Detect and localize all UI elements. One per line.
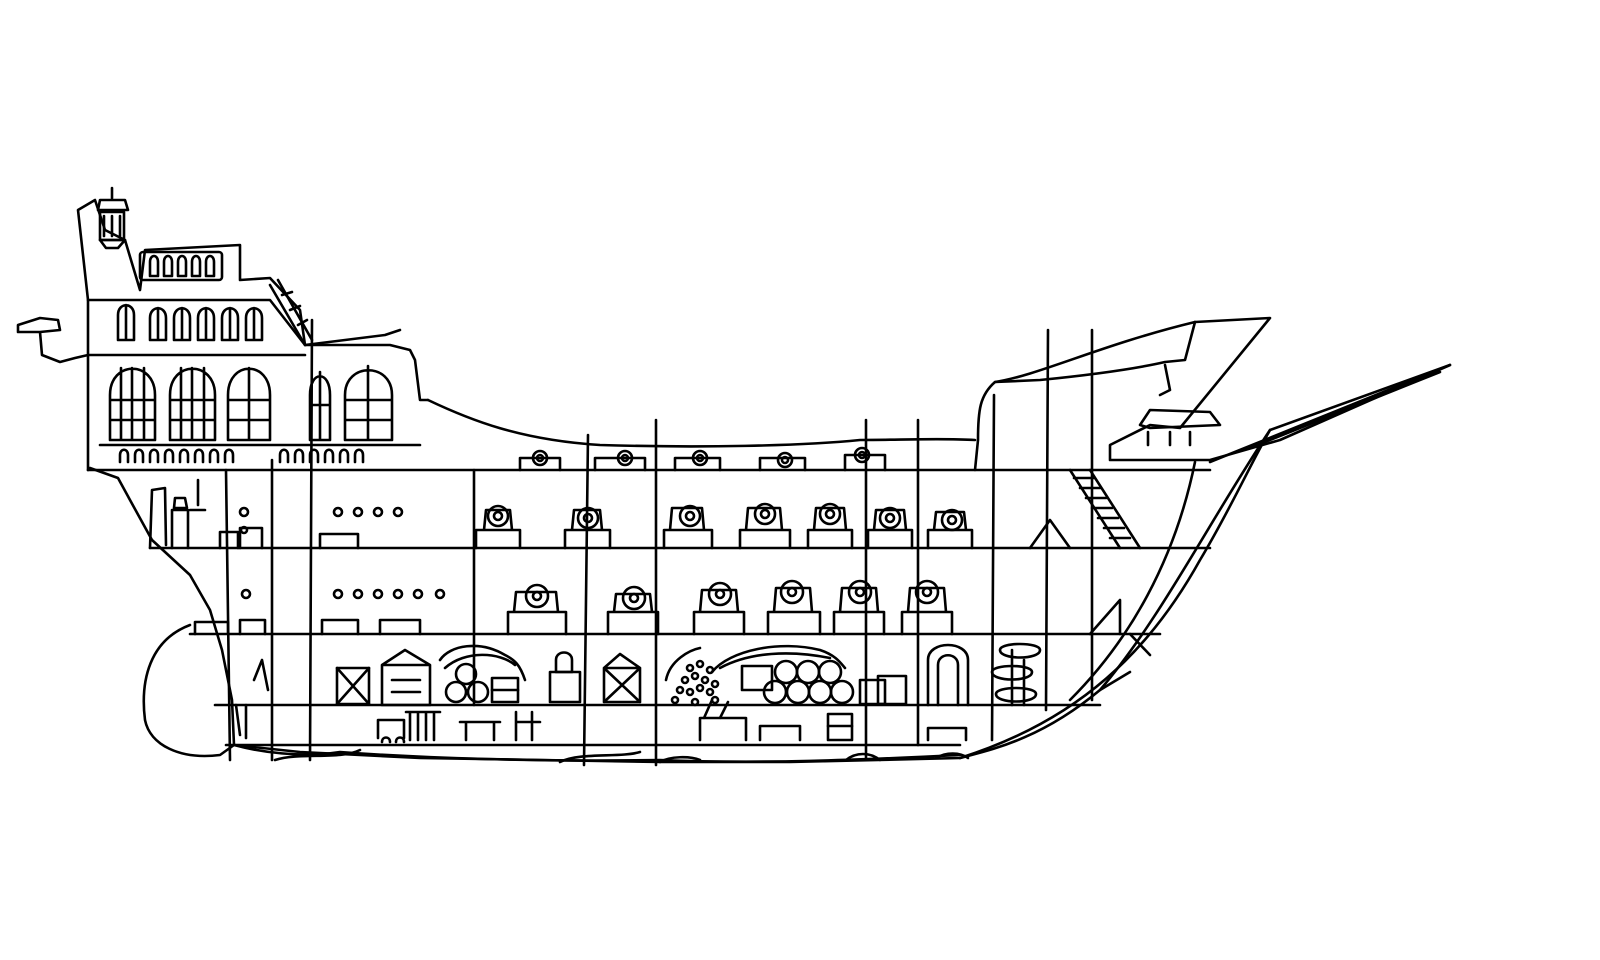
bowsprit	[1210, 365, 1450, 462]
cannon-icon	[928, 510, 972, 548]
lantern-icon	[98, 188, 128, 248]
cannon-icon	[565, 508, 610, 548]
crate-icon	[604, 654, 640, 702]
stern-base-arches	[120, 450, 363, 462]
hull-keel-line	[234, 745, 960, 762]
stern-middle-windows	[118, 305, 262, 340]
cannon-icon	[595, 451, 645, 470]
cannon-icon	[808, 504, 852, 548]
top-deck-cannons	[520, 448, 885, 470]
cannon-icon	[760, 453, 805, 470]
forecastle-rail	[995, 322, 1195, 382]
stern-cabin-furniture	[150, 480, 420, 738]
cannon-icon	[608, 587, 658, 634]
cannon-icon	[834, 581, 884, 634]
cannon-icon	[508, 585, 566, 634]
barrels-icon	[764, 661, 853, 703]
forward-ramp-2	[1090, 600, 1120, 634]
stern-deck-line	[88, 300, 305, 345]
stern-castle-outline	[78, 200, 428, 470]
sack-pile-icon	[712, 646, 845, 672]
bulkheads	[226, 320, 1092, 765]
crate-icon	[337, 668, 369, 704]
lower-gun-deck-cannons	[508, 581, 952, 634]
deck-lines	[88, 470, 1210, 705]
stern-crown-windows	[140, 252, 222, 280]
table-icon	[460, 722, 500, 740]
forecastle	[995, 322, 1220, 690]
cargo-arch-icon	[928, 645, 968, 705]
cannon-icon	[868, 508, 912, 548]
cannon-icon	[476, 506, 520, 548]
stern-gallery-windows	[110, 366, 392, 440]
hull-outline	[90, 318, 1450, 762]
prow-curve	[960, 430, 1270, 758]
forecastle-hatch	[1160, 365, 1170, 395]
crate-icon	[742, 666, 772, 690]
small-crate-icon	[492, 678, 518, 702]
cargo-hold	[337, 644, 1040, 705]
cannon-icon	[694, 583, 744, 634]
lantern-crate-icon	[550, 653, 580, 703]
tent-cargo-icon	[382, 650, 430, 705]
treasure-pile-icon	[666, 648, 718, 705]
bell-fixture-icon	[1140, 410, 1220, 445]
bilge-curves	[275, 750, 968, 762]
ladder-icon	[1070, 470, 1140, 548]
cannon-icon	[520, 451, 560, 470]
upper-gun-deck-cannons	[476, 504, 972, 548]
bench-icon	[928, 728, 966, 740]
forward-hatch-lines	[1100, 634, 1150, 690]
forward-ramp-1	[1030, 520, 1070, 548]
bench-icon	[760, 726, 800, 740]
stacked-bowls-icon	[992, 644, 1040, 705]
cannon-icon	[845, 448, 885, 470]
chair-icon	[516, 712, 540, 740]
stern-bracket	[18, 318, 88, 362]
cannon-icon	[768, 581, 820, 634]
portholes	[240, 508, 444, 598]
stern-rail	[305, 330, 400, 345]
barrels-icon	[440, 646, 525, 702]
stove-icon	[828, 714, 852, 740]
stern-lower-shape	[144, 625, 234, 756]
cart-icon	[378, 720, 404, 742]
bilge-level	[226, 700, 968, 762]
desk-icon	[700, 700, 746, 740]
cannon-icon	[902, 581, 952, 634]
crate-icon	[860, 676, 906, 704]
cannon-icon	[740, 504, 790, 548]
cannon-icon	[675, 451, 720, 470]
upper-rail-curve	[428, 400, 975, 446]
cannon-icon	[664, 506, 712, 548]
stern-ladder	[270, 280, 312, 345]
pipe-rack-icon	[406, 712, 440, 740]
